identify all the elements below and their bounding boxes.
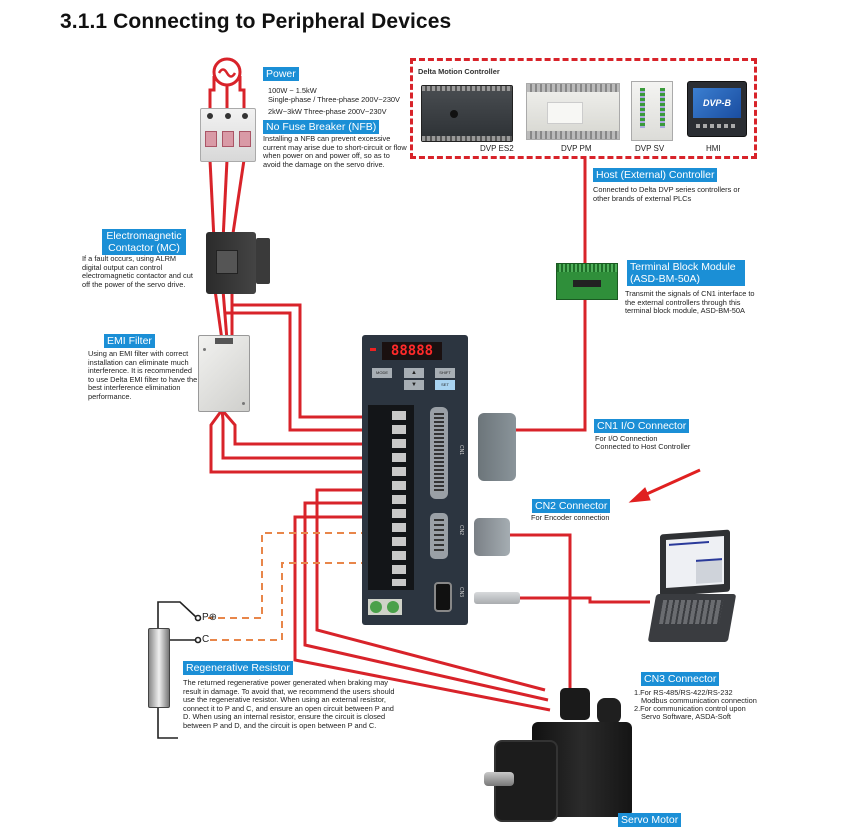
wire-emi-out-2 xyxy=(220,409,380,460)
cn1-port xyxy=(430,407,448,499)
emi-filter-device xyxy=(198,335,250,412)
cn2-connector-plug xyxy=(474,518,510,556)
cn3-label: CN3 Connector xyxy=(641,672,720,686)
cn3-item1b: Modbus communication connection xyxy=(641,696,757,705)
hmi-device: DVP-B xyxy=(687,81,747,137)
wire-emi-out-1 xyxy=(220,409,380,446)
power-label: Power xyxy=(263,67,299,81)
mc-label: Electromagnetic Contactor (MC) xyxy=(102,229,186,255)
drive-button-set[interactable]: SET xyxy=(435,380,455,390)
cn1-desc-line2: Connected to Host Controller xyxy=(595,442,691,451)
cn1-port-label: CN1 xyxy=(458,445,464,456)
wire-regen-c xyxy=(208,562,380,641)
cn2-port xyxy=(430,513,448,559)
wire-cn3-laptop xyxy=(520,596,650,604)
wire-motor-u xyxy=(315,488,546,692)
cn3-item2b: Servo Software, ASDA-Soft xyxy=(641,712,731,721)
cn3-item2a: 2.For communication control upon xyxy=(634,704,746,713)
resistor-lead-p xyxy=(157,601,197,628)
servo-motor-label: Servo Motor xyxy=(618,813,682,827)
nfb-label: No Fuse Breaker (NFB) xyxy=(263,120,380,134)
power-line2: Single-phase / Three-phase 200V~230V xyxy=(268,95,400,104)
host-controller-label: Host (External) Controller xyxy=(593,168,718,182)
caption-dvp-sv: DVP SV xyxy=(635,144,665,153)
caption-dvp-es2: DVP ES2 xyxy=(480,144,514,153)
cn3-usb-plug xyxy=(474,592,520,604)
wire-mc-tap-2 xyxy=(225,311,380,432)
drive-terminal-strip xyxy=(368,405,414,590)
wire-nfb-mc-1 xyxy=(208,159,216,241)
wire-nfb-mc-3 xyxy=(230,159,246,241)
wire-regen-p xyxy=(208,532,380,619)
caption-dvp-pm: DVP PM xyxy=(561,144,592,153)
cn2-label: CN2 Connector xyxy=(532,499,611,513)
wire-nfb-mc-2 xyxy=(221,159,229,241)
nfb-breaker-device xyxy=(200,108,256,162)
emi-filter-desc: Using an EMI filter with correct install… xyxy=(88,349,198,401)
cn3-port xyxy=(434,582,452,612)
mc-contactor-device xyxy=(206,232,270,294)
dvp-pm-device xyxy=(526,83,620,140)
dvp-sv-device xyxy=(631,81,673,141)
controller-group: Delta Motion Controller DVP-B DVP ES2 DV… xyxy=(410,58,757,159)
cn2-port-label: CN2 xyxy=(458,525,464,536)
caption-hmi: HMI xyxy=(706,144,721,153)
wire-motor-v xyxy=(303,501,549,702)
laptop-device xyxy=(647,529,737,647)
dvp-es2-device xyxy=(421,85,513,142)
drive-status-led xyxy=(370,348,376,351)
wire-mc-tap-1 xyxy=(232,303,380,419)
wire-emi-out-3 xyxy=(209,409,380,474)
servo-drive: 88888 MODE ▲ SHIFT ▼ SET CN1 CN2 CN3 xyxy=(362,335,468,625)
regen-terminal-c: C xyxy=(202,634,210,645)
wire-mc-emi-2 xyxy=(221,289,229,341)
regen-desc: The returned regenerative power generate… xyxy=(183,678,395,730)
drive-button-shift[interactable]: SHIFT xyxy=(435,368,455,378)
cn2-desc: For Encoder connection xyxy=(531,513,610,522)
drive-button-up[interactable]: ▲ xyxy=(404,368,424,378)
servo-motor-device xyxy=(482,680,642,830)
drive-button-down[interactable]: ▼ xyxy=(404,380,424,390)
ac-wave xyxy=(217,68,237,78)
mc-desc: If a fault occurs, using ALRM digital ou… xyxy=(82,254,193,289)
emi-filter-label: EMI Filter xyxy=(104,334,155,348)
cn1-desc-line1: For I/O Connection xyxy=(595,434,658,443)
cn1-connector-plug xyxy=(478,413,516,481)
ground-terminals xyxy=(368,599,402,615)
cn1-label: CN1 I/O Connector xyxy=(594,419,690,433)
wire-host-terminal xyxy=(515,158,587,432)
wire-source-l3 xyxy=(238,76,246,110)
wire-mc-emi-1 xyxy=(213,289,224,341)
regen-label: Regenerative Resistor xyxy=(183,661,293,675)
regen-terminal-p: P⊕ xyxy=(202,612,218,623)
wire-motor-w xyxy=(293,515,551,712)
hmi-screen: DVP-B xyxy=(693,88,741,118)
highlight-arrow xyxy=(628,468,701,503)
drive-button-mode[interactable]: MODE xyxy=(372,368,392,378)
page-title: 3.1.1 Connecting to Peripheral Devices xyxy=(60,10,452,33)
host-controller-desc: Connected to Delta DVP series controller… xyxy=(593,185,740,203)
nfb-desc: Installing a NFB can prevent excessive c… xyxy=(263,134,407,169)
resistor-lead-bottom xyxy=(157,706,178,739)
cn3-item1a: 1.For RS-485/RS-422/RS-232 xyxy=(634,688,733,697)
terminal-block-desc: Transmit the signals of CN1 interface to… xyxy=(625,289,755,316)
wire-cn2-motor xyxy=(510,533,572,690)
terminal-block-label: Terminal Block Module (ASD-BM-50A) xyxy=(627,260,745,286)
power-line3: 2kW~3kW Three-phase 200V~230V xyxy=(268,107,387,116)
drive-display: 88888 xyxy=(382,342,442,360)
controller-group-title: Delta Motion Controller xyxy=(418,67,500,76)
power-line1: 100W ~ 1.5kW xyxy=(268,86,317,95)
regen-resistor-device xyxy=(148,628,170,708)
wire-source-l1 xyxy=(208,76,216,110)
terminal-block-device xyxy=(556,263,618,300)
cn3-port-label: CN3 xyxy=(458,587,464,598)
